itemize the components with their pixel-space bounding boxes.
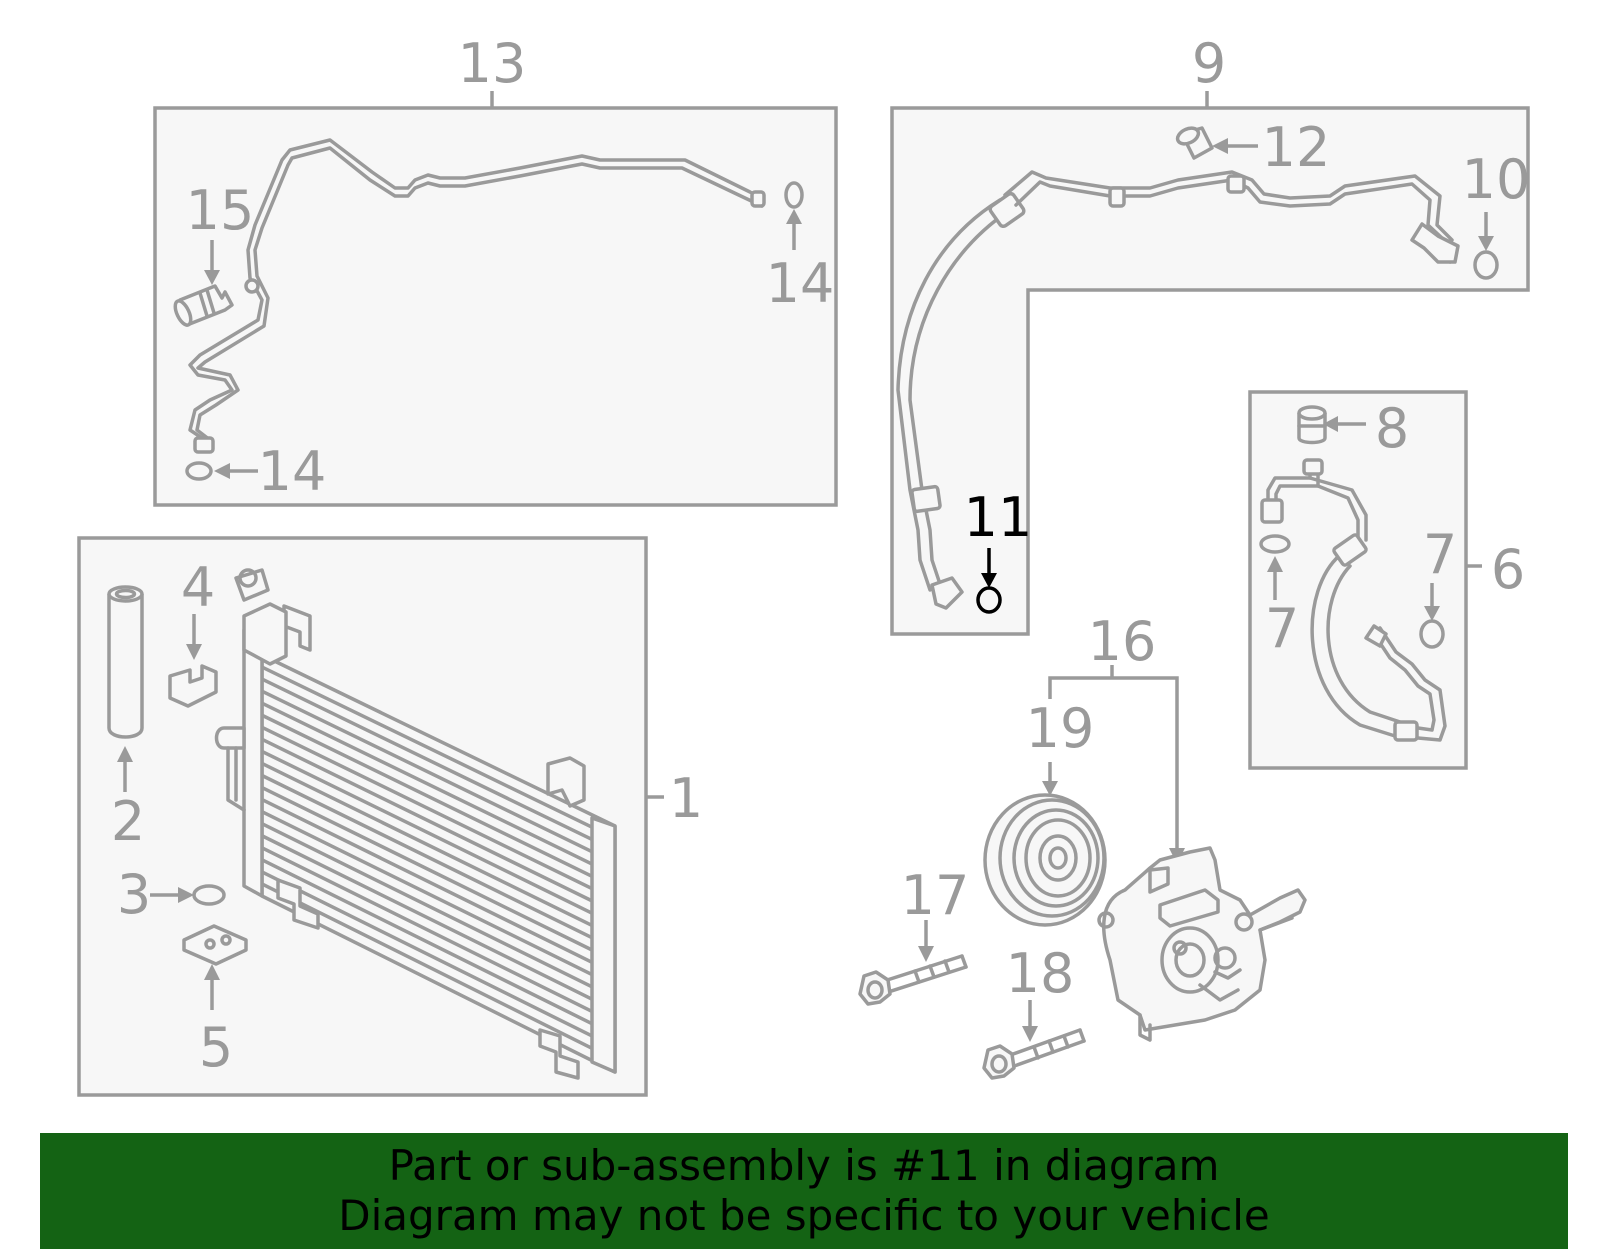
- info-banner: Part or sub-assembly is #11 in diagram D…: [40, 1133, 1568, 1249]
- callout-7-right: 7: [1423, 523, 1457, 586]
- banner-line-1: Part or sub-assembly is #11 in diagram: [388, 1141, 1220, 1190]
- part-4-bracket: [168, 614, 218, 708]
- discharge-hose: [896, 170, 1460, 610]
- condenser-core: [214, 568, 617, 1080]
- assembly-1-group: 1: [77, 536, 703, 1097]
- part-10-oring: [1473, 212, 1499, 280]
- condenser-fin: [260, 689, 594, 854]
- condenser-fin: [260, 846, 594, 1014]
- part-18-bolt: [982, 1000, 1086, 1080]
- part-19-pulley: [983, 762, 1107, 927]
- callout-2: 2: [111, 790, 145, 853]
- condenser-fin: [260, 882, 594, 1051]
- assembly-6-group: 6 8: [1248, 390, 1525, 770]
- condenser-fin: [260, 773, 594, 940]
- callout-5: 5: [199, 1016, 233, 1079]
- condenser-fin: [260, 797, 594, 965]
- condenser-fin: [260, 821, 594, 989]
- assembly-16-group: 16 19: [983, 610, 1307, 1042]
- part-12-cap: [1175, 126, 1258, 160]
- callout-6: 6: [1491, 538, 1525, 601]
- condenser-fin: [260, 725, 594, 891]
- assembly-9-box: [890, 106, 1530, 636]
- assembly-13-group: 13 15 14 14: [153, 32, 838, 507]
- part-7-oring-right: [1419, 583, 1445, 649]
- callout-4: 4: [181, 556, 215, 619]
- part-7-oring-left: [1259, 534, 1291, 600]
- condenser-fin: [260, 809, 594, 977]
- callout-8: 8: [1375, 397, 1409, 460]
- assembly-9-group: 9 12 10: [890, 32, 1531, 636]
- callout-16: 16: [1088, 610, 1157, 673]
- part-3-oring: [150, 884, 226, 906]
- condenser-fin: [260, 834, 594, 1001]
- condenser-fin: [260, 677, 594, 842]
- condenser-fin: [260, 749, 594, 915]
- condenser-fin: [260, 665, 594, 829]
- liquid-pipe: [188, 138, 766, 454]
- callout-19: 19: [1026, 697, 1095, 760]
- callout-11: 11: [964, 486, 1033, 549]
- callout-10: 10: [1462, 148, 1531, 211]
- part-5-bracket: [182, 924, 248, 1010]
- condenser-fin: [260, 701, 594, 866]
- callout-3: 3: [117, 863, 151, 926]
- callout-18: 18: [1006, 942, 1075, 1005]
- condenser-fin: [260, 785, 594, 952]
- part-15-valve: [173, 240, 234, 327]
- condenser-fin: [260, 858, 594, 1026]
- callout-9: 9: [1192, 32, 1226, 95]
- callout-15: 15: [186, 179, 255, 242]
- condenser-fin: [260, 761, 594, 928]
- condenser-fin: [260, 713, 594, 879]
- callout-14-top: 14: [766, 252, 835, 315]
- callout-1: 1: [669, 767, 703, 830]
- callout-12: 12: [1262, 116, 1331, 179]
- condenser-fins: [260, 665, 594, 1051]
- suction-hose: [1260, 458, 1447, 742]
- condenser-fin: [260, 870, 594, 1038]
- banner-line-2: Diagram may not be specific to your vehi…: [338, 1191, 1270, 1240]
- part-14-oring-bottom: [185, 461, 258, 481]
- condenser-fin: [260, 737, 594, 903]
- callout-7-left: 7: [1265, 597, 1299, 660]
- compressor-body: [1097, 846, 1307, 1042]
- callout-14-bottom: 14: [258, 440, 327, 503]
- part-8-cap: [1297, 405, 1366, 445]
- part-2-receiver-drier: [107, 585, 144, 792]
- part-17-bolt: [858, 920, 968, 1006]
- part-11-oring-highlighted: [976, 548, 1002, 614]
- callout-17: 17: [901, 864, 970, 927]
- part-14-oring-top: [784, 181, 804, 250]
- callout-13: 13: [458, 32, 527, 95]
